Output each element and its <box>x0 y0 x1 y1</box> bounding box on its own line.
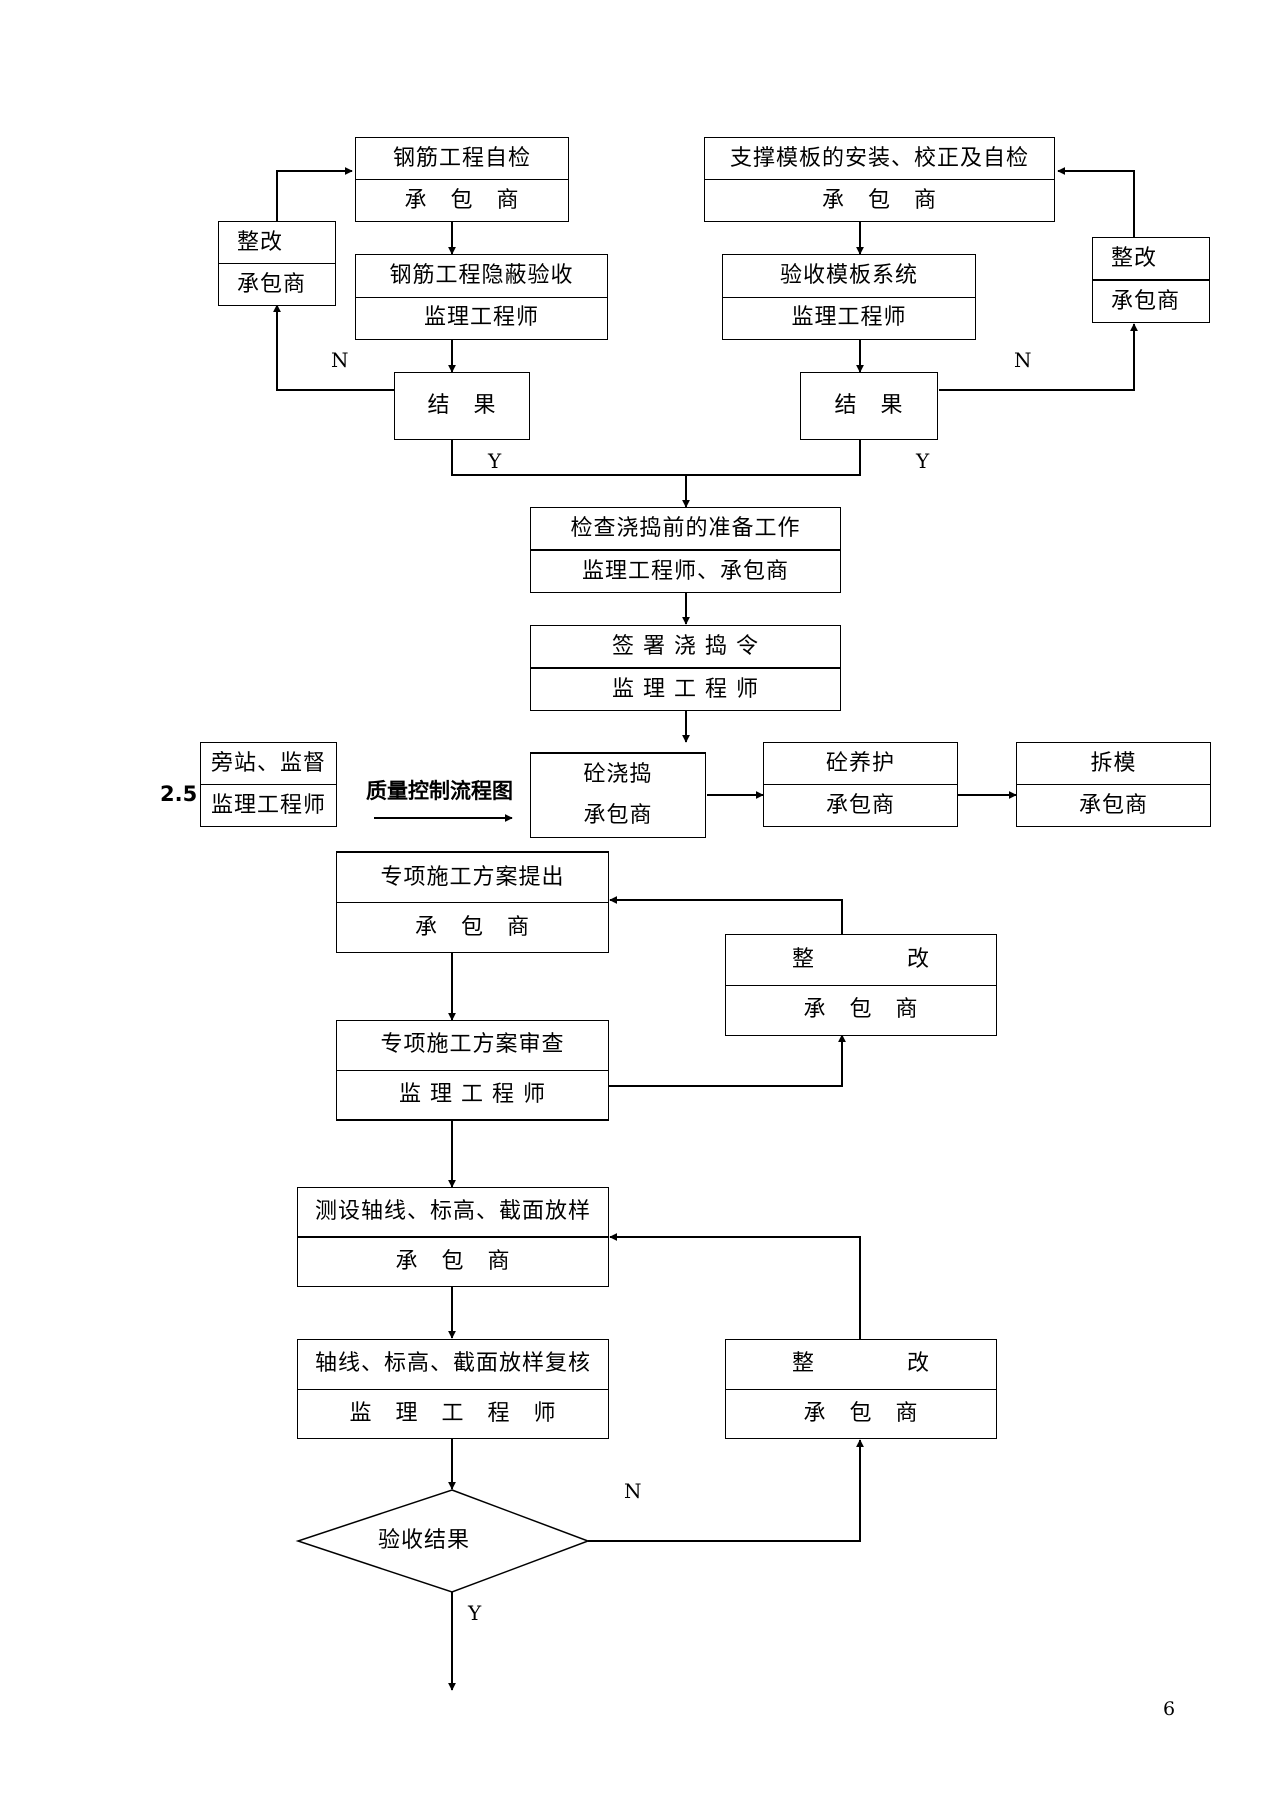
sidestand-role: 监理工程师 <box>201 784 336 826</box>
formwork-install-task: 支撑模板的安装、校正及自检 <box>729 145 1029 171</box>
formwork-rectify-role: 承包商 <box>1093 279 1209 322</box>
rebar-rectify-role: 承包商 <box>219 263 335 305</box>
sidestand-task: 旁站、监督 <box>210 750 326 776</box>
arrow-rectify-to-survey <box>609 1233 861 1339</box>
decision-label: 验收结果 <box>378 1528 471 1553</box>
form-removal-task: 拆模 <box>1090 750 1137 776</box>
decision-yes-label: Y <box>468 1601 482 1625</box>
plan-submit-task: 专项施工方案提出 <box>380 864 565 890</box>
decision-no-label: N <box>624 1479 642 1503</box>
formwork-accept-task: 验收模板系统 <box>779 262 918 288</box>
survey-rectify-box: 整 改 承 包 商 <box>725 1339 997 1439</box>
decision-diamond <box>295 1489 591 1593</box>
formwork-rectify-task: 整改 <box>1111 245 1158 271</box>
plan-review-box: 专项施工方案审查 监 理 工 程 师 <box>336 1020 609 1121</box>
rebar-inspection-role: 监理工程师 <box>356 296 607 340</box>
rebar-result-box: 结 果 <box>394 372 530 440</box>
rebar-selfcheck-task: 钢筋工程自检 <box>392 145 531 171</box>
concrete-pour-box: 砼浇捣 承包商 <box>530 752 706 838</box>
pour-order-role: 监 理 工 程 师 <box>531 667 840 710</box>
arrow-formwork-rectify-to-install <box>1057 167 1135 237</box>
survey-recheck-role: 监 理 工 程 师 <box>298 1388 608 1439</box>
survey-rectify-role: 承 包 商 <box>726 1388 996 1439</box>
rebar-rectify-task: 整改 <box>237 229 284 255</box>
arrow-rebar-result-to-rectify <box>273 304 394 391</box>
section-number: 2.5 <box>160 782 198 806</box>
rebar-inspection-box: 钢筋工程隐蔽验收 监理工程师 <box>355 254 608 340</box>
formwork-install-role: 承 包 商 <box>705 179 1054 221</box>
plan-review-task: 专项施工方案审查 <box>380 1032 565 1058</box>
survey-setout-task: 测设轴线、标高、截面放样 <box>314 1199 591 1224</box>
line-merge-results <box>451 440 861 476</box>
form-removal-role: 承包商 <box>1017 784 1210 826</box>
plan-rectify-task: 整 改 <box>791 946 930 972</box>
survey-rectify-task: 整 改 <box>791 1351 930 1377</box>
formwork-no-label: N <box>1014 348 1032 372</box>
rebar-inspection-task: 钢筋工程隐蔽验收 <box>389 262 574 288</box>
plan-submit-role: 承 包 商 <box>337 902 608 952</box>
rebar-no-label: N <box>331 348 349 372</box>
form-removal-box: 拆模 承包商 <box>1016 742 1211 827</box>
sidestand-box: 旁站、监督 监理工程师 <box>200 742 337 827</box>
plan-rectify-role: 承 包 商 <box>726 984 996 1036</box>
pour-prep-role: 监理工程师、承包商 <box>531 549 840 592</box>
pour-order-box: 签 署 浇 捣 令 监 理 工 程 师 <box>530 625 841 711</box>
formwork-result-text: 结 果 <box>834 393 904 418</box>
survey-recheck-box: 轴线、标高、截面放样复核 监 理 工 程 师 <box>297 1339 609 1439</box>
survey-setout-box: 测设轴线、标高、截面放样 承 包 商 <box>297 1187 609 1287</box>
plan-review-role: 监 理 工 程 师 <box>337 1069 608 1120</box>
formwork-accept-role: 监理工程师 <box>723 296 975 340</box>
rebar-result-text: 结 果 <box>427 393 497 418</box>
pour-order-task: 签 署 浇 捣 令 <box>612 633 759 659</box>
arrow-plan-review-to-rectify <box>608 1034 846 1087</box>
plan-rectify-box: 整 改 承 包 商 <box>725 934 997 1036</box>
survey-setout-role: 承 包 商 <box>298 1236 608 1286</box>
formwork-result-box: 结 果 <box>800 372 938 440</box>
concrete-cure-role: 承包商 <box>764 784 957 826</box>
rebar-selfcheck-box: 钢筋工程自检 承 包 商 <box>355 137 569 222</box>
plan-submit-box: 专项施工方案提出 承 包 商 <box>336 851 609 953</box>
pour-prep-task: 检查浇捣前的准备工作 <box>570 515 801 541</box>
arrow-decision-to-rectify <box>588 1439 864 1542</box>
arrow-formwork-result-to-rectify <box>939 323 1138 391</box>
section-title: 质量控制流程图 <box>366 779 513 803</box>
formwork-rectify-box: 整改 承包商 <box>1092 237 1210 323</box>
survey-recheck-task: 轴线、标高、截面放样复核 <box>314 1351 591 1377</box>
rebar-selfcheck-role: 承 包 商 <box>356 179 568 221</box>
rebar-yes-label: Y <box>488 449 502 473</box>
concrete-pour-role: 承包商 <box>583 803 653 829</box>
formwork-install-box: 支撑模板的安装、校正及自检 承 包 商 <box>704 137 1055 222</box>
rebar-rectify-box: 整改 承包商 <box>218 221 336 306</box>
formwork-accept-box: 验收模板系统 监理工程师 <box>722 254 976 340</box>
arrow-plan-rectify-to-submit <box>609 896 843 934</box>
arrow-rebar-rectify-to-selfcheck <box>276 167 353 222</box>
page-number: 6 <box>1163 1698 1176 1720</box>
formwork-yes-label: Y <box>916 449 930 473</box>
pour-prep-box: 检查浇捣前的准备工作 监理工程师、承包商 <box>530 507 841 593</box>
concrete-pour-task: 砼浇捣 <box>583 761 653 787</box>
concrete-cure-box: 砼养护 承包商 <box>763 742 958 827</box>
concrete-cure-task: 砼养护 <box>825 750 895 776</box>
